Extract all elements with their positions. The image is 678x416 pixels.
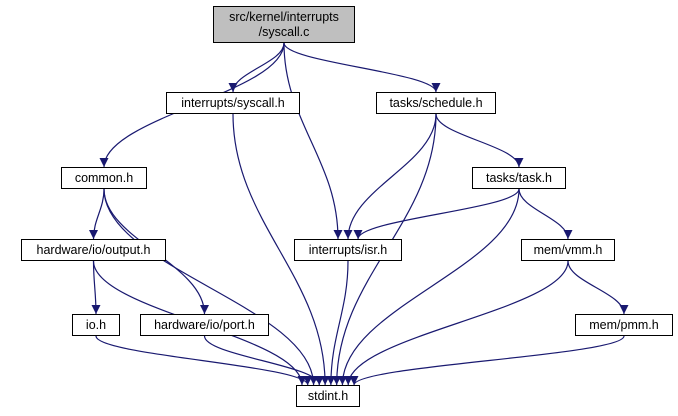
edge-io-h-to-stdint-h: [95, 335, 313, 386]
node-stdint-h[interactable]: stdint.h: [296, 385, 360, 407]
edge-tasks-task-h-to-mem-vmm-h: [518, 188, 573, 240]
edge-root-to-tasks-schedule-h: [283, 42, 441, 93]
edge-root-to-interrupts-isr-h: [283, 42, 343, 240]
root-file-path-line2: /syscall.c: [258, 24, 310, 39]
node-mem-pmm-h[interactable]: mem/pmm.h: [575, 314, 673, 336]
edge-mem-vmm-h-to-stdint-h: [343, 260, 569, 386]
node-hardware-io-output-h[interactable]: hardware/io/output.h: [21, 239, 166, 261]
node-io-h[interactable]: io.h: [72, 314, 120, 336]
node-mem-vmm-h[interactable]: mem/vmm.h: [521, 239, 615, 261]
edge-tasks-schedule-h-to-interrupts-isr-h: [343, 113, 437, 240]
edge-common-h-to-stdint-h: [103, 188, 319, 386]
node-interrupts-isr-h[interactable]: interrupts/isr.h: [294, 239, 402, 261]
node-common-h[interactable]: common.h: [61, 167, 147, 189]
edge-tasks-task-h-to-interrupts-isr-h: [353, 188, 520, 240]
edge-tasks-task-h-to-stdint-h: [337, 188, 520, 386]
edge-mem-vmm-h-to-mem-pmm-h: [567, 260, 629, 315]
edge-common-h-to-hardware-io-output-h: [89, 188, 105, 240]
edge-hardware-io-port-h-to-stdint-h: [203, 335, 324, 386]
edge-interrupts-isr-h-to-stdint-h: [326, 260, 349, 386]
edge-tasks-schedule-h-to-tasks-task-h: [435, 113, 524, 168]
node-interrupts-syscall-h[interactable]: interrupts/syscall.h: [166, 92, 300, 114]
edge-interrupts-syscall-h-to-stdint-h: [232, 113, 330, 386]
node-root-file[interactable]: src/kernel/interrupts /syscall.c: [213, 6, 355, 43]
node-tasks-schedule-h[interactable]: tasks/schedule.h: [376, 92, 496, 114]
node-hardware-io-port-h[interactable]: hardware/io/port.h: [140, 314, 269, 336]
root-file-path-line1: src/kernel/interrupts: [229, 9, 339, 24]
node-tasks-task-h[interactable]: tasks/task.h: [472, 167, 566, 189]
edge-mem-pmm-h-to-stdint-h: [349, 335, 625, 386]
edge-hardware-io-output-h-to-io-h: [91, 260, 101, 315]
